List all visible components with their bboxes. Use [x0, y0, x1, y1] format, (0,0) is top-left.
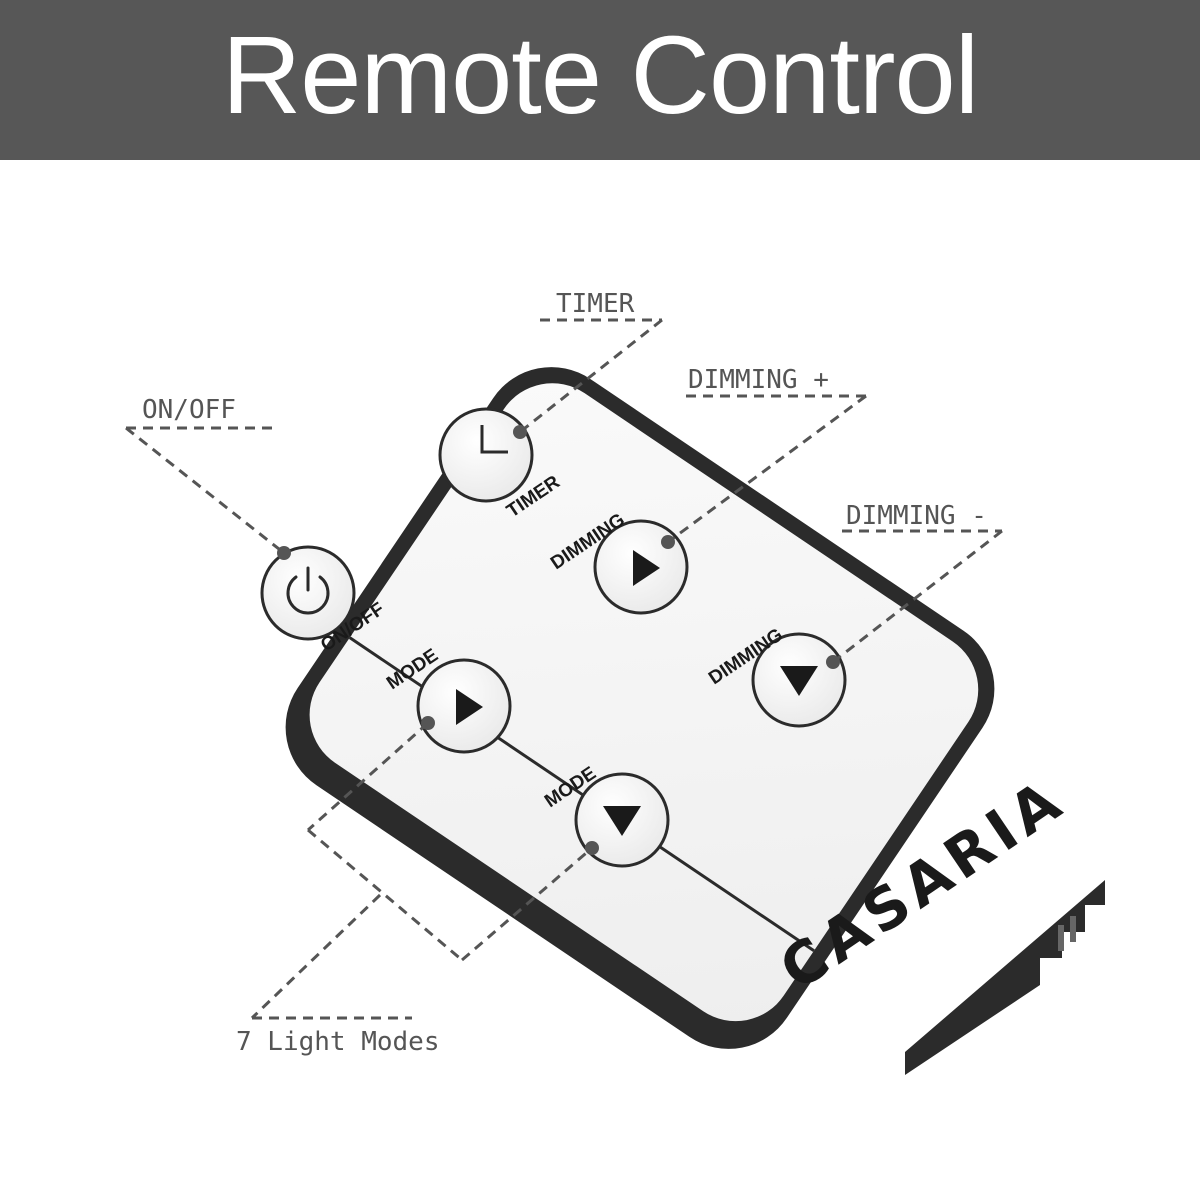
callout-lines — [125, 318, 1003, 1020]
timer-button[interactable] — [438, 407, 534, 503]
callout-dimming-plus: DIMMING + — [688, 365, 829, 395]
banner-title: Remote Control — [221, 14, 979, 137]
remote-face — [309, 383, 979, 1022]
callout-light-modes: 7 Light Modes — [236, 1027, 440, 1057]
power-icon — [286, 566, 330, 615]
triangle-down-icon — [603, 806, 641, 836]
callout-on-off: ON/OFF — [142, 395, 236, 425]
callout-dimming-minus: DIMMING - — [846, 501, 987, 531]
battery-clip — [905, 880, 1105, 1075]
callout-timer: TIMER — [556, 289, 635, 319]
on-off-button[interactable] — [260, 545, 356, 641]
triangle-right-icon — [456, 689, 483, 725]
triangle-down-icon — [780, 666, 818, 696]
clock-icon — [480, 425, 508, 454]
mode-up-button[interactable] — [416, 658, 512, 754]
dimming-down-button[interactable] — [751, 632, 847, 728]
title-banner: Remote Control — [0, 0, 1200, 160]
callout-dots — [277, 425, 840, 855]
triangle-right-icon — [633, 550, 660, 586]
mode-down-button[interactable] — [574, 772, 670, 868]
